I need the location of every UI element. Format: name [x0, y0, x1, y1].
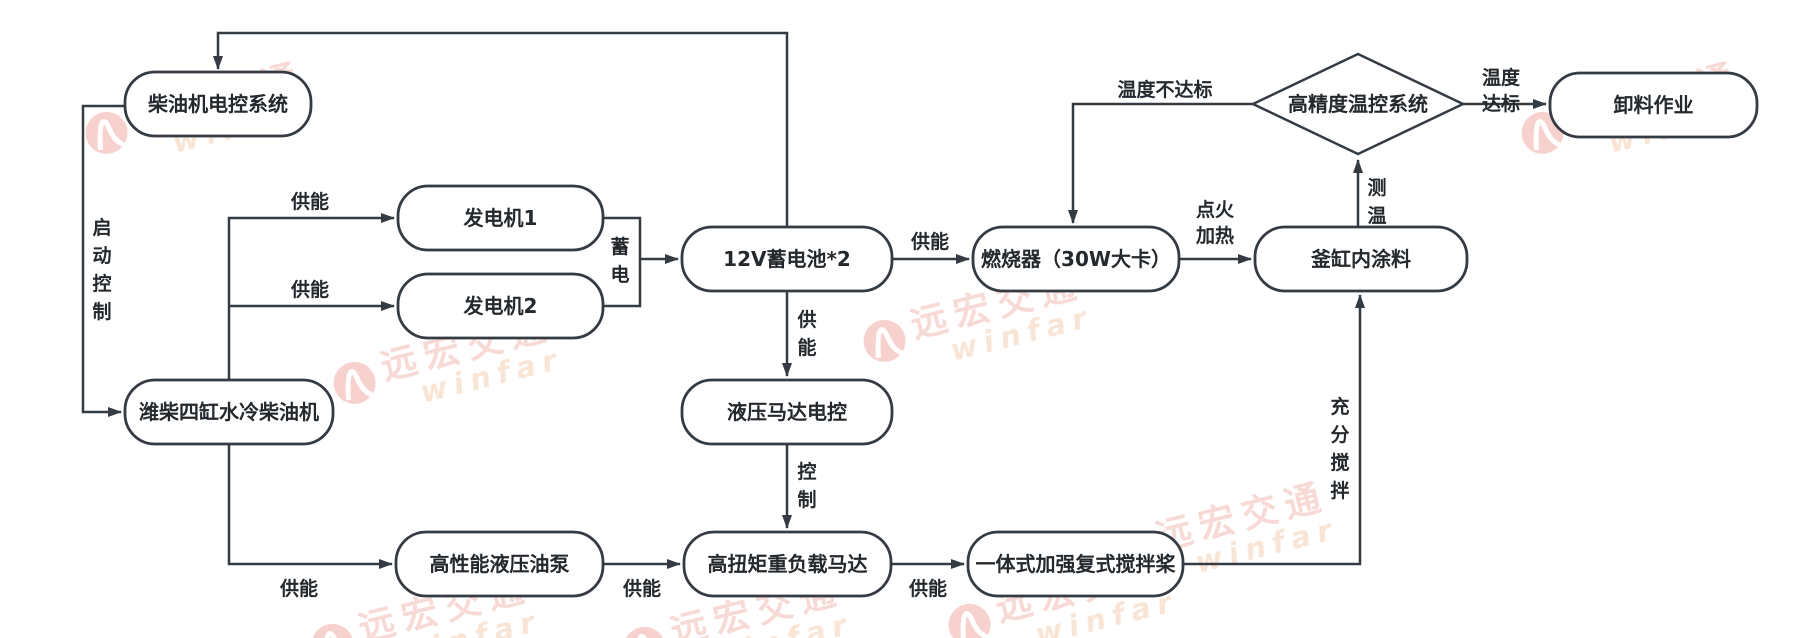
node-heavy-duty-motor: 高扭矩重负载马达: [682, 530, 893, 598]
edge-battery-to-diesel-ecu: [213, 31, 789, 227]
svg-text:启: 启: [92, 216, 111, 239]
node-temp-control: 高精度温控系统: [1250, 52, 1466, 156]
node-label-hydraulic-motor-ecu: 液压马达电控: [727, 400, 847, 424]
winfar-logo-icon: [333, 361, 376, 404]
node-battery: 12V蓄电池*2: [680, 225, 894, 293]
edge-label-motor-to-paddle: 供能: [908, 577, 947, 600]
svg-text:控: 控: [92, 272, 111, 295]
edge-label-pump-to-motor: 供能: [622, 577, 661, 600]
node-label-battery: 12V蓄电池*2: [723, 247, 851, 271]
edge-label-hydraulic-ecu-to-motor: 控制: [797, 460, 816, 511]
edge-layer: [81, 31, 1547, 569]
edge-paddle-to-kettle: [1183, 294, 1365, 566]
node-label-diesel-ecu: 柴油机电控系统: [147, 92, 288, 116]
node-label-heavy-duty-motor: 高扭矩重负载马达: [708, 552, 868, 576]
svg-text:温: 温: [1367, 205, 1386, 227]
node-generator-1: 发电机1: [396, 184, 605, 252]
winfar-logo-icon: [863, 319, 906, 362]
node-burner: 燃烧器（30W大卡）: [971, 225, 1181, 293]
edge-label-gens-to-battery: 蓄电: [610, 235, 629, 286]
svg-text:制: 制: [797, 488, 816, 511]
winfar-logo-icon: [948, 603, 991, 638]
edge-label-kettle-to-temp-control: 测温: [1367, 177, 1386, 227]
svg-text:供能: 供能: [279, 577, 318, 600]
node-label-temp-control: 高精度温控系统: [1288, 92, 1428, 116]
svg-text:电: 电: [610, 263, 629, 286]
node-label-generator-2: 发电机2: [463, 294, 538, 318]
svg-text:温度不达标: 温度不达标: [1117, 78, 1212, 101]
svg-text:分: 分: [1330, 424, 1349, 446]
node-label-kettle-coating: 釜缸内涂料: [1310, 247, 1411, 271]
edge-label-temp-control-to-burner: 温度不达标: [1117, 78, 1212, 101]
node-unloading: 卸料作业: [1548, 71, 1759, 139]
svg-text:制: 制: [92, 300, 111, 323]
edge-label-layer: 启动控制供能供能蓄电供能点火加热测温温度不达标温度达标供能控制供能供能供能充分搅…: [92, 66, 1521, 600]
node-hydraulic-pump: 高性能液压油泵: [394, 530, 605, 598]
svg-text:能: 能: [797, 336, 816, 359]
node-label-stirring-paddle: 一体式加强复式搅拌桨: [976, 552, 1177, 576]
edge-weichai-to-gen1: [227, 213, 395, 380]
node-label-hydraulic-pump: 高性能液压油泵: [430, 552, 570, 576]
svg-text:供能: 供能: [910, 230, 949, 253]
svg-text:加热: 加热: [1195, 224, 1234, 247]
svg-text:供能: 供能: [290, 190, 329, 213]
edge-label-battery-to-burner: 供能: [910, 230, 949, 253]
winfar-logo-icon: [85, 111, 128, 154]
svg-text:充: 充: [1330, 395, 1349, 418]
node-hydraulic-motor-ecu: 液压马达电控: [680, 378, 894, 446]
edge-temp-control-to-burner: [1068, 102, 1253, 224]
node-label-burner: 燃烧器（30W大卡）: [981, 247, 1171, 271]
edge-label-battery-to-hydraulic-ecu: 供能: [796, 308, 816, 359]
svg-text:点火: 点火: [1196, 199, 1235, 221]
node-diesel-ecu: 柴油机电控系统: [123, 70, 313, 138]
svg-text:供: 供: [796, 308, 816, 331]
node-label-generator-1: 发电机1: [463, 206, 538, 230]
node-kettle-coating: 釜缸内涂料: [1253, 225, 1469, 293]
winfar-logo-icon: [623, 626, 666, 638]
svg-text:温度: 温度: [1482, 66, 1521, 89]
edge-gens-to-battery: [603, 216, 679, 308]
node-generator-2: 发电机2: [396, 272, 605, 340]
svg-text:动: 动: [92, 245, 111, 267]
node-label-unloading: 卸料作业: [1614, 93, 1694, 117]
svg-text:控: 控: [797, 460, 816, 483]
edge-weichai-to-pump: [227, 444, 393, 569]
svg-text:搅: 搅: [1330, 451, 1349, 474]
svg-text:达标: 达标: [1482, 92, 1520, 115]
node-label-weichai-engine: 潍柴四缸水冷柴油机: [139, 400, 319, 424]
edge-diesel-ecu-to-weichai: [81, 104, 125, 417]
winfar-logo-icon: [311, 623, 354, 638]
node-stirring-paddle: 一体式加强复式搅拌桨: [966, 530, 1185, 598]
edge-label-weichai-to-pump: 供能: [279, 577, 318, 600]
edge-label-weichai-to-gen2: 供能: [290, 278, 329, 301]
edge-label-weichai-to-gen1: 供能: [290, 190, 329, 213]
watermark-layer: 远宏交通winfar远宏交通winfar远宏交通winfar远宏交通winfar…: [85, 55, 1755, 638]
svg-text:供能: 供能: [622, 577, 661, 600]
svg-text:蓄: 蓄: [610, 235, 629, 258]
svg-text:供能: 供能: [290, 278, 329, 301]
svg-text:供能: 供能: [908, 577, 947, 600]
svg-text:测: 测: [1367, 177, 1386, 199]
node-weichai-engine: 潍柴四缸水冷柴油机: [123, 378, 335, 446]
svg-text:拌: 拌: [1330, 480, 1349, 502]
